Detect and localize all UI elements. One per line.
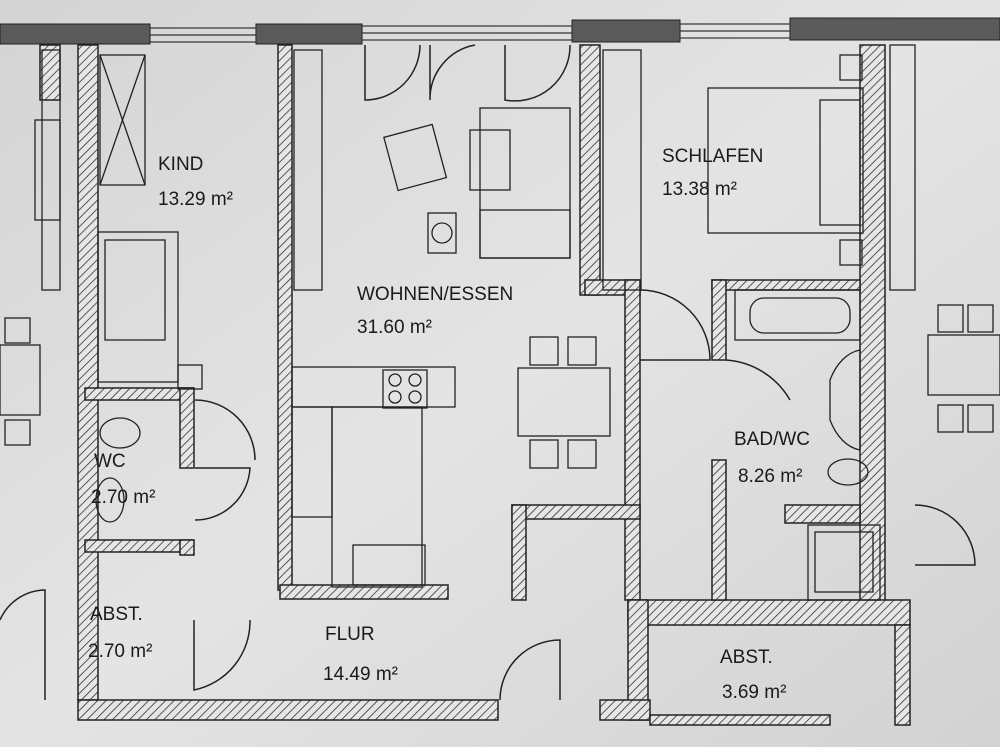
- doors: [0, 44, 976, 701]
- room-abstellraum-1: ABST. 2.70 m²: [88, 604, 152, 662]
- room-wc: WC 2.70 m²: [91, 451, 155, 508]
- room-name: ABST.: [720, 647, 773, 668]
- walls: [39, 44, 911, 726]
- room-schlafen: SCHLAFEN 13.38 m²: [662, 146, 763, 200]
- room-wohnen-essen: WOHNEN/ESSEN 31.60 m²: [357, 284, 513, 338]
- room-name: ABST.: [90, 604, 143, 625]
- room-flur: FLUR 14.49 m²: [323, 624, 398, 685]
- room-name: BAD/WC: [734, 429, 810, 450]
- room-area: 13.29 m²: [158, 189, 233, 210]
- room-area: 31.60 m²: [357, 317, 432, 338]
- exterior-wall-top: [0, 17, 1000, 45]
- room-area: 14.49 m²: [323, 664, 398, 685]
- room-area: 2.70 m²: [91, 487, 155, 508]
- room-area: 3.69 m²: [722, 682, 786, 703]
- windows: [149, 23, 791, 43]
- room-bad-wc: BAD/WC 8.26 m²: [734, 429, 810, 487]
- room-kind: KIND 13.29 m²: [158, 154, 233, 210]
- room-name: FLUR: [325, 624, 375, 645]
- room-abstellraum-2: ABST. 3.69 m²: [720, 647, 786, 703]
- room-name: WC: [94, 451, 126, 472]
- room-name: WOHNEN/ESSEN: [357, 284, 513, 305]
- room-area: 13.38 m²: [662, 179, 737, 200]
- room-name: KIND: [158, 154, 203, 175]
- room-name: SCHLAFEN: [662, 146, 763, 167]
- furniture: [0, 44, 1000, 601]
- room-area: 2.70 m²: [88, 641, 152, 662]
- room-area: 8.26 m²: [738, 466, 802, 487]
